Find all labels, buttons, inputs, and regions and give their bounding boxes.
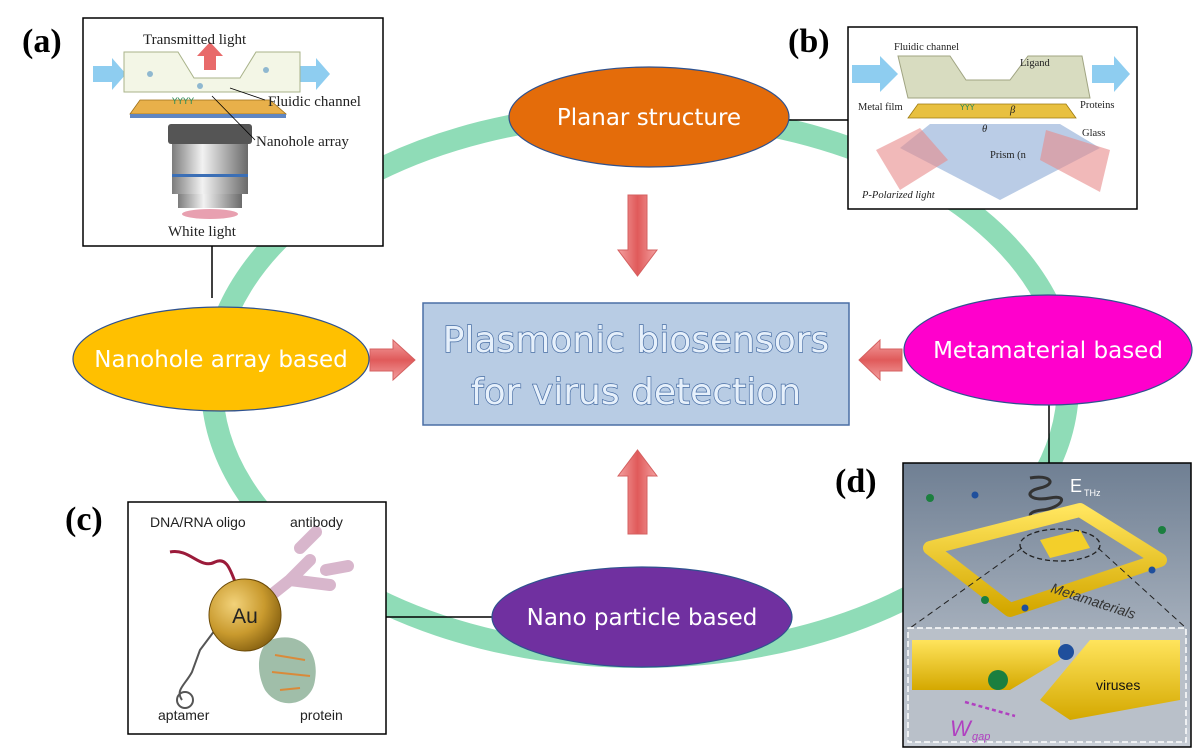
panel-a: YYYY Transmitted light Fluidic channel N… xyxy=(82,17,384,247)
panel-c-protein: protein xyxy=(300,707,343,723)
gold-nanoparticle xyxy=(208,578,282,652)
metamaterial-node[interactable] xyxy=(903,294,1193,406)
planar-structure-node[interactable] xyxy=(508,66,790,168)
panel-d-field-sub: THz xyxy=(1084,488,1101,498)
panel-d-viruses: viruses xyxy=(1096,677,1140,693)
panel-d-gap-sub: gap xyxy=(972,731,990,743)
center-title-line1: Plasmonic biosensors xyxy=(443,320,830,361)
panel-a-fluidic-channel: Fluidic channel xyxy=(268,94,361,110)
arrow-left xyxy=(858,338,903,382)
panel-c-dna-oligo: DNA/RNA oligo xyxy=(150,514,246,530)
panel-a-nanohole-array: Nanohole array xyxy=(256,134,349,150)
panel-d: E THz Metamaterials viruses W gap xyxy=(902,462,1192,748)
panel-b-letter: (b) xyxy=(788,23,830,60)
panel-b-beta: β xyxy=(1009,105,1016,116)
nanohole-array-node[interactable] xyxy=(72,306,370,412)
panel-b-glass: Glass xyxy=(1082,128,1105,139)
metamaterial-label: Metamaterial based xyxy=(933,338,1163,364)
nanoparticle-label: Nano particle based xyxy=(527,605,758,631)
svg-text:YYYY: YYYY xyxy=(171,97,194,107)
panel-b: YYY Fluidic channel Ligand Metal film Pr… xyxy=(847,26,1138,210)
panel-d-gap: W xyxy=(950,716,973,741)
center-box xyxy=(422,302,850,426)
panel-c: Au DNA/RNA oligo antibody aptamer protei… xyxy=(127,501,387,735)
panel-d-field: E xyxy=(1070,476,1082,496)
panel-a-letter: (a) xyxy=(22,23,62,60)
panel-c-aptamer: aptamer xyxy=(158,707,210,723)
panel-b-theta: θ xyxy=(982,124,987,135)
panel-b-fluidic-channel: Fluidic channel xyxy=(894,42,959,53)
center-title-line2: for virus detection xyxy=(471,372,801,413)
panel-c-au: Au xyxy=(232,605,258,628)
nanohole-array-label: Nanohole array based xyxy=(94,347,348,373)
arrow-down xyxy=(617,194,658,277)
panel-c-letter: (c) xyxy=(65,501,103,538)
arrow-up xyxy=(617,449,658,535)
panel-b-prism: Prism (n xyxy=(990,150,1027,161)
panel-b-metal-film: Metal film xyxy=(858,102,903,113)
panel-b-proteins: Proteins xyxy=(1080,100,1114,111)
panel-b-polarized-light: P-Polarized light xyxy=(861,190,936,201)
svg-text:YYY: YYY xyxy=(959,103,975,112)
nanoparticle-node[interactable] xyxy=(491,566,793,668)
panel-b-ligand: Ligand xyxy=(1020,58,1050,69)
panel-a-transmitted-light: Transmitted light xyxy=(143,32,247,48)
planar-structure-label: Planar structure xyxy=(557,105,741,131)
panel-c-antibody: antibody xyxy=(290,514,343,530)
panel-a-white-light: White light xyxy=(168,224,237,240)
panel-d-letter: (d) xyxy=(835,463,877,500)
arrow-right xyxy=(369,338,416,382)
